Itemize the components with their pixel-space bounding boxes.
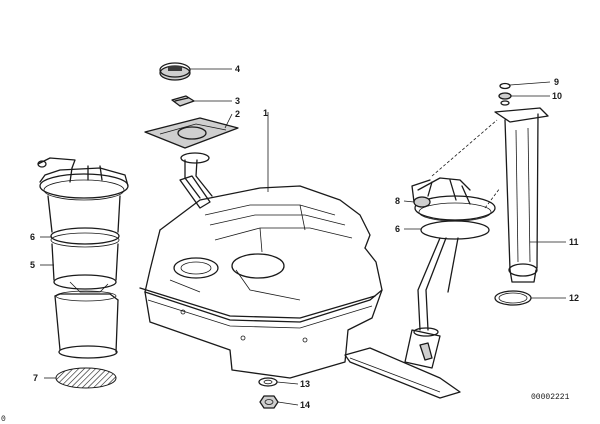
leader-lines <box>40 68 566 406</box>
clip-part <box>171 95 195 107</box>
drawing-number: 00002221 <box>531 393 570 402</box>
part-label-8: 8 <box>395 196 400 206</box>
o-ring-part <box>494 290 532 306</box>
washer-part <box>258 377 278 387</box>
part-label-14: 14 <box>300 400 310 410</box>
part-label-6-right: 6 <box>395 224 400 234</box>
part-label-13: 13 <box>300 379 310 389</box>
nut-part <box>259 395 279 409</box>
part-label-10: 10 <box>552 91 562 101</box>
part-label-12: 12 <box>569 293 579 303</box>
cover-plate-part <box>144 117 239 149</box>
part-label-11: 11 <box>569 237 579 247</box>
corner-mark: 0 <box>1 415 6 424</box>
part-label-2: 2 <box>235 109 240 119</box>
pump-housing-left-part <box>37 157 129 359</box>
part-label-7: 7 <box>33 373 38 383</box>
tank-cap-part <box>159 62 191 81</box>
fuel-level-sender-part <box>344 119 501 399</box>
part-label-5: 5 <box>30 260 35 270</box>
part-label-9: 9 <box>554 77 559 87</box>
fuel-tank-part <box>139 152 383 379</box>
part-label-1: 1 <box>263 108 268 118</box>
part-label-4: 4 <box>235 64 240 74</box>
mesh-filter-part <box>55 367 117 389</box>
intake-tube-part <box>494 82 549 283</box>
part-label-3: 3 <box>235 96 240 106</box>
part-label-6-left: 6 <box>30 232 35 242</box>
